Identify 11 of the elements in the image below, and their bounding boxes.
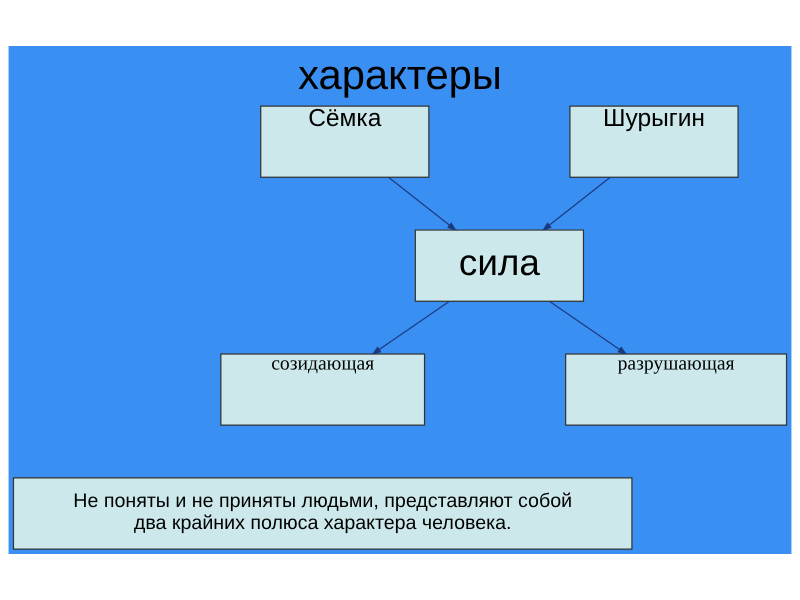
node-box: Шурыгин bbox=[569, 106, 739, 178]
node-box: разрушающая bbox=[565, 353, 788, 426]
node-box: созидающая bbox=[220, 353, 426, 426]
arrow bbox=[542, 176, 610, 231]
arrow bbox=[549, 300, 628, 355]
arrow bbox=[388, 176, 457, 231]
diagram-title: характеры bbox=[298, 51, 502, 98]
node-box: сила bbox=[414, 229, 584, 302]
node-box: Сёмка bbox=[260, 106, 430, 178]
arrow bbox=[371, 300, 450, 355]
node-box: Не поняты и не приняты людьми, представляют собой два крайних полюса характера человека. bbox=[12, 477, 633, 550]
